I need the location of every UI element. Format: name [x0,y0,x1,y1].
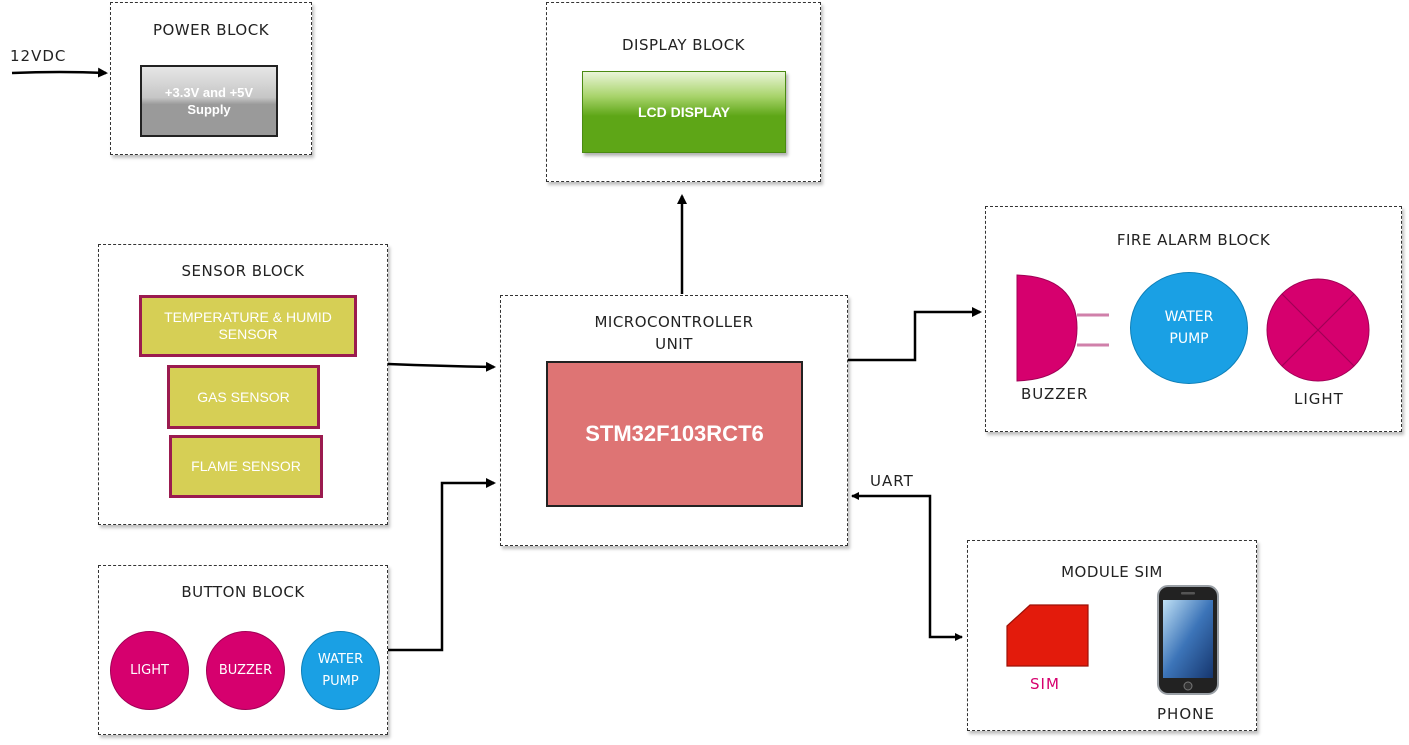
light-bulb-icon [1266,278,1370,382]
sim-card-icon [1006,604,1089,667]
power-supply-box: +3.3V and +5V Supply [140,65,278,137]
uart-label: UART [870,472,914,490]
light-button[interactable]: LIGHT [110,631,189,710]
gas-sensor-label: GAS SENSOR [197,388,290,405]
buzzer-button-label: BUZZER [218,662,273,678]
power-block: POWER BLOCK +3.3V and +5V Supply [110,2,312,155]
fire-alarm-block: FIRE ALARM BLOCK BUZZER WATER PUMP LIGHT [985,206,1402,432]
display-block-title: DISPLAY BLOCK [622,36,745,54]
wire-button-to-mcu [388,478,496,652]
stm32-chip-label: STM32F103RCT6 [585,421,764,446]
button-block-title: BUTTON BLOCK [181,583,305,601]
microcontroller-block: MICROCONTROLLER UNIT STM32F103RCT6 [500,295,848,546]
gas-sensor: GAS SENSOR [167,365,320,429]
flame-sensor-label: FLAME SENSOR [191,458,301,474]
water-pump-button-label: WATER PUMP [317,651,364,689]
temperature-humid-sensor: TEMPERATURE & HUMID SENSOR [139,295,357,357]
sensor-block: SENSOR BLOCK TEMPERATURE & HUMID SENSOR … [98,244,388,525]
input-12vdc-label: 12VDC [10,47,67,65]
mcu-title-line1: MICROCONTROLLER [594,313,754,331]
wire-12vdc-to-power [11,67,108,78]
water-pump-button[interactable]: WATER PUMP [301,631,380,710]
fire-alarm-block-title: FIRE ALARM BLOCK [1116,231,1271,249]
power-block-title: POWER BLOCK [152,21,270,39]
mcu-title-line2: UNIT [655,335,693,353]
temperature-humid-sensor-label: TEMPERATURE & HUMID SENSOR [164,309,332,342]
buzzer-icon [1016,274,1109,382]
lcd-display-label: LCD DISPLAY [637,104,731,120]
wire-uart-mcu-sim [851,492,963,641]
fire-water-pump-label: WATER PUMP [1164,309,1214,347]
fire-water-pump: WATER PUMP [1130,272,1248,384]
phone-label: PHONE [1157,705,1215,723]
module-sim-block: MODULE SIM SIM PHONE [967,540,1257,731]
power-supply-label: +3.3V and +5V Supply [164,85,254,117]
lcd-display-box: LCD DISPLAY [582,71,786,153]
fire-light-label: LIGHT [1294,390,1344,408]
light-button-label: LIGHT [130,662,169,678]
button-block: BUTTON BLOCK LIGHT BUZZER WATER PUMP [98,565,388,735]
module-sim-title: MODULE SIM [1061,563,1163,581]
phone-icon [1157,585,1219,695]
wire-sensor-to-mcu [387,361,496,372]
fire-buzzer-label: BUZZER [1021,385,1089,403]
sensor-block-title: SENSOR BLOCK [181,262,305,280]
flame-sensor: FLAME SENSOR [169,435,323,498]
mcu-title: MICROCONTROLLER UNIT [501,311,847,355]
wire-mcu-to-fire [848,307,982,362]
sim-label: SIM [1030,675,1060,693]
display-block: DISPLAY BLOCK LCD DISPLAY [546,2,821,182]
stm32-chip: STM32F103RCT6 [546,361,803,507]
buzzer-button[interactable]: BUZZER [206,631,285,710]
